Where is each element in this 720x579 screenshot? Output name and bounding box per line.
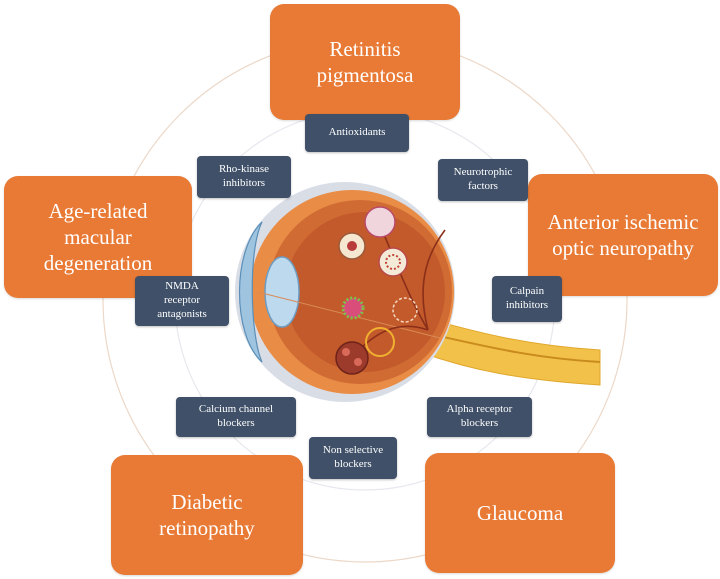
cell-icon xyxy=(335,341,369,375)
lens xyxy=(264,256,300,328)
disease-glaucoma: Glaucoma xyxy=(425,453,615,573)
drug-nmda-receptor-antagonists: NMDA receptor antagonists xyxy=(135,276,229,326)
drug-rho-kinase-inhibitors: Rho-kinase inhibitors xyxy=(197,156,291,198)
drug-calpain-inhibitors: Calpain inhibitors xyxy=(492,276,562,322)
cell-icon xyxy=(364,206,396,238)
cell-icon xyxy=(341,296,365,320)
drug-calcium-channel-blockers: Calcium channel blockers xyxy=(176,397,296,437)
cell-icon xyxy=(378,247,408,277)
cell-icon xyxy=(365,327,395,357)
disease-retinitis-pigmentosa: Retinitis pigmentosa xyxy=(270,4,460,120)
drug-non-selective-blockers: Non selective blockers xyxy=(309,437,397,479)
drug-antioxidants: Antioxidants xyxy=(305,114,409,152)
cornea xyxy=(239,221,263,363)
drug-neurotrophic-factors: Neurotrophic factors xyxy=(438,159,528,201)
disease-diabetic-retinopathy: Diabetic retinopathy xyxy=(111,455,303,575)
disease-anterior-ischemic-optic-neuropathy: Anterior ischemic optic neuropathy xyxy=(528,174,718,296)
drug-alpha-receptor-blockers: Alpha receptor blockers xyxy=(427,397,532,437)
